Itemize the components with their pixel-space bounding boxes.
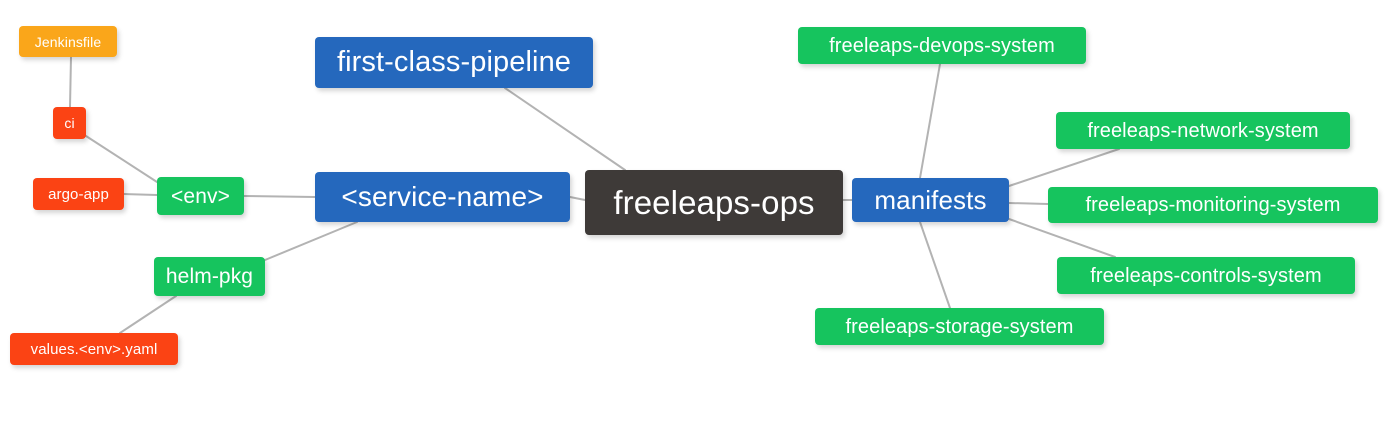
node-service-name[interactable]: <service-name> bbox=[315, 172, 570, 222]
node-helm-pkg[interactable]: helm-pkg bbox=[154, 257, 265, 296]
edge-service-name-to-freeleaps-ops bbox=[569, 196, 586, 201]
node-freeleaps-devops-system[interactable]: freeleaps-devops-system bbox=[798, 27, 1086, 64]
edge-helm-pkg-to-service-name bbox=[264, 221, 358, 261]
node-env[interactable]: <env> bbox=[157, 177, 244, 215]
node-label-freeleaps-ops: freeleaps-ops bbox=[613, 184, 815, 221]
node-ci[interactable]: ci bbox=[53, 107, 86, 139]
edge-manifests-to-freeleaps-monitoring-system bbox=[1008, 202, 1049, 205]
node-label-env: <env> bbox=[171, 184, 230, 208]
node-argo-app[interactable]: argo-app bbox=[33, 178, 124, 210]
node-label-freeleaps-network-system: freeleaps-network-system bbox=[1087, 119, 1319, 142]
node-freeleaps-monitoring-system[interactable]: freeleaps-monitoring-system bbox=[1048, 187, 1378, 223]
node-jenkinsfile[interactable]: Jenkinsfile bbox=[19, 26, 117, 57]
edge-ci-to-env bbox=[85, 135, 158, 183]
node-values-env-yaml[interactable]: values.<env>.yaml bbox=[10, 333, 178, 365]
edge-argo-app-to-env bbox=[123, 193, 158, 196]
edge-manifests-to-freeleaps-controls-system bbox=[1008, 218, 1116, 258]
node-label-first-class-pipeline: first-class-pipeline bbox=[336, 46, 572, 78]
node-freeleaps-storage-system[interactable]: freeleaps-storage-system bbox=[815, 308, 1104, 345]
edge-env-to-service-name bbox=[243, 195, 316, 198]
node-label-values-env-yaml: values.<env>.yaml bbox=[30, 340, 158, 358]
node-label-service-name: <service-name> bbox=[341, 181, 544, 212]
node-freeleaps-controls-system[interactable]: freeleaps-controls-system bbox=[1057, 257, 1355, 294]
node-label-ci: ci bbox=[64, 115, 75, 131]
node-label-helm-pkg: helm-pkg bbox=[165, 265, 254, 288]
node-label-freeleaps-storage-system: freeleaps-storage-system bbox=[845, 315, 1074, 338]
node-first-class-pipeline[interactable]: first-class-pipeline bbox=[315, 37, 593, 88]
node-label-freeleaps-controls-system: freeleaps-controls-system bbox=[1090, 264, 1322, 287]
node-label-manifests: manifests bbox=[874, 185, 987, 215]
edge-manifests-to-freeleaps-network-system bbox=[1008, 148, 1120, 187]
node-freeleaps-network-system[interactable]: freeleaps-network-system bbox=[1056, 112, 1350, 149]
node-label-freeleaps-devops-system: freeleaps-devops-system bbox=[829, 34, 1055, 57]
edge-values-env-yaml-to-helm-pkg bbox=[119, 295, 177, 334]
node-label-jenkinsfile: Jenkinsfile bbox=[34, 33, 102, 50]
node-label-freeleaps-monitoring-system: freeleaps-monitoring-system bbox=[1085, 194, 1341, 216]
node-manifests[interactable]: manifests bbox=[852, 178, 1009, 222]
node-freeleaps-ops[interactable]: freeleaps-ops bbox=[585, 170, 843, 235]
edge-manifests-to-freeleaps-devops-system bbox=[919, 63, 941, 179]
node-label-argo-app: argo-app bbox=[48, 185, 109, 203]
edge-first-class-pipeline-to-freeleaps-ops bbox=[504, 87, 626, 171]
edge-manifests-to-freeleaps-storage-system bbox=[919, 221, 951, 309]
edge-jenkinsfile-to-ci bbox=[69, 56, 72, 108]
